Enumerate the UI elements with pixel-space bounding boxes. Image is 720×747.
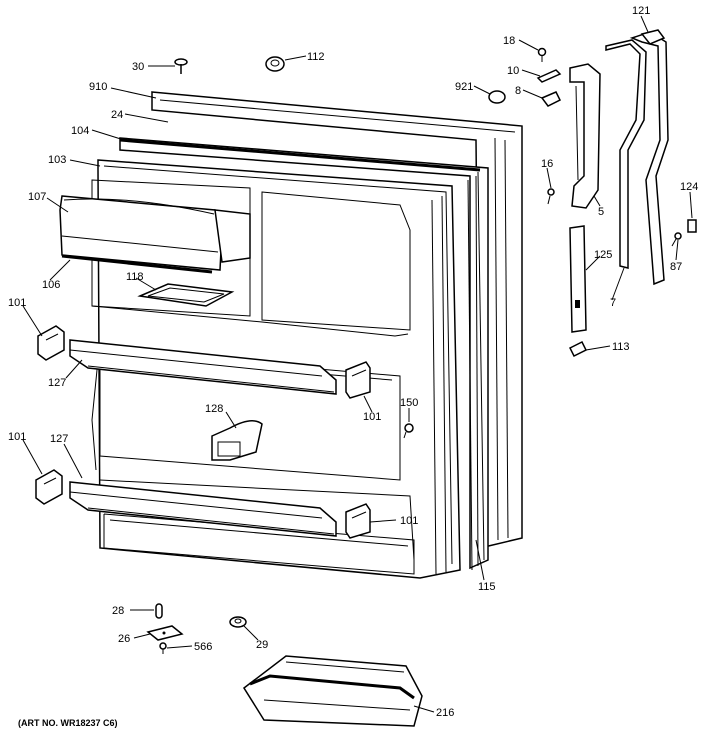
shelf-end-cap-right-upper: [345, 361, 371, 399]
callout-921: 921: [455, 81, 473, 93]
cap-921: [488, 90, 506, 104]
callout-16: 16: [541, 158, 553, 170]
hinge-plate-26: [146, 625, 184, 641]
callout-28: 28: [112, 605, 124, 617]
control-cover: [211, 420, 263, 461]
callout-101-right-lower: 101: [400, 515, 418, 527]
callout-10: 10: [507, 65, 519, 77]
callout-118: 118: [126, 271, 144, 283]
callout-127-lower: 127: [50, 433, 68, 445]
callout-107: 107: [28, 191, 46, 203]
callout-104: 104: [71, 125, 89, 137]
callout-106: 106: [42, 279, 60, 291]
callout-101-right-upper: 101: [363, 411, 381, 423]
bracket-8: [540, 91, 562, 107]
screw-30: [174, 58, 188, 74]
screw-566: [159, 642, 167, 654]
art-number: (ART NO. WR18237 C6): [18, 718, 118, 728]
screw-18: [537, 47, 547, 62]
clip-113: [568, 340, 588, 358]
callout-5: 5: [598, 206, 604, 218]
cap-124: [687, 219, 697, 233]
callout-113: 113: [612, 341, 630, 353]
screw-150: [403, 423, 414, 439]
callout-121: 121: [632, 5, 650, 17]
callout-87: 87: [670, 261, 682, 273]
callout-112: 112: [307, 51, 325, 63]
callout-103: 103: [48, 154, 66, 166]
handle-trim-125: [569, 225, 587, 333]
door-bin-216: [243, 655, 423, 727]
handle-mount-5: [569, 63, 601, 209]
callout-18: 18: [503, 35, 515, 47]
spring-28: [155, 603, 163, 619]
callout-910: 910: [89, 81, 107, 93]
callout-115: 115: [478, 581, 496, 593]
callout-216: 216: [436, 707, 454, 719]
callout-566: 566: [194, 641, 212, 653]
callout-150: 150: [400, 397, 418, 409]
door-handle-121: [629, 29, 669, 286]
callout-125: 125: [594, 249, 612, 261]
egg-tray: [137, 283, 235, 307]
callout-8: 8: [515, 85, 521, 97]
bushing-29: [229, 616, 247, 628]
callout-26: 26: [118, 633, 130, 645]
callout-24: 24: [111, 109, 123, 121]
callout-124: 124: [680, 181, 698, 193]
callout-7: 7: [610, 297, 616, 309]
shelf-end-cap-left-lower: [35, 469, 63, 505]
screw-16: [547, 188, 555, 205]
door-shelf-upper: [69, 339, 337, 395]
leader-lines: [22, 15, 693, 713]
callout-127-upper: 127: [48, 377, 66, 389]
door-handle-7: [605, 39, 647, 269]
callout-101-left-upper: 101: [8, 297, 26, 309]
callout-29: 29: [256, 639, 268, 651]
plug-112: [265, 56, 285, 72]
clip-10: [536, 69, 562, 83]
door-gasket-frame: [119, 137, 489, 571]
callout-128: 128: [205, 403, 223, 415]
callout-101-left-lower: 101: [8, 431, 26, 443]
dairy-compartment-door: [59, 195, 251, 274]
screw-87: [671, 232, 682, 247]
door-shelf-lower: [69, 481, 337, 537]
shelf-end-cap-right-lower: [345, 503, 371, 539]
shelf-end-cap-left-upper: [37, 325, 65, 361]
callout-30: 30: [132, 61, 144, 73]
